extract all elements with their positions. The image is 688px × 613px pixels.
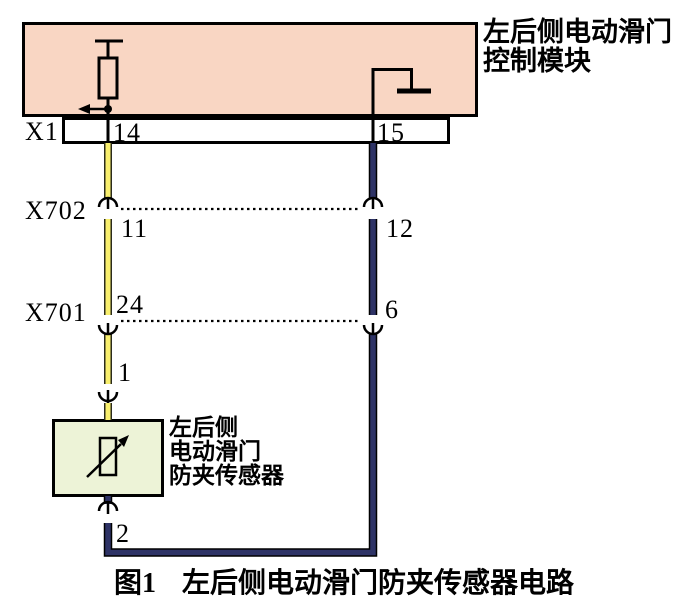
figure-caption: 图1 左后侧电动滑门防夹传感器电路 [0, 567, 688, 601]
connector-break-icon [97, 391, 119, 403]
connector-break-icon [362, 324, 384, 336]
x701-connector-label: X701 [25, 298, 87, 327]
figure-title: 左后侧电动滑门防夹传感器电路 [182, 568, 575, 599]
pin-14-label: 14 [113, 118, 141, 147]
connector-break-icon [97, 324, 119, 336]
pin-2-label: 2 [116, 519, 130, 548]
sensor-label-line2: 电动滑门 [169, 439, 261, 464]
anti-pinch-sensor-box [52, 419, 164, 497]
pin-1-label: 1 [118, 358, 132, 387]
connector-break-icon [97, 500, 119, 512]
pin-12-label: 12 [386, 214, 414, 243]
control-module-label: 左后侧电动滑门 控制模块 [483, 18, 672, 76]
pin-6-label: 6 [385, 295, 399, 324]
connector-break-icon [97, 196, 119, 208]
anti-pinch-sensor-label: 左后侧 电动滑门 防夹传感器 [169, 416, 284, 488]
x1-connector-label: X1 [25, 117, 59, 146]
sensor-label-line1: 左后侧 [169, 415, 238, 440]
control-module-label-line2: 控制模块 [483, 46, 591, 76]
connector-break-icon [362, 196, 384, 208]
pin-15-label: 15 [377, 118, 405, 147]
control-module-box [22, 22, 478, 117]
x702-connector-label: X702 [25, 196, 87, 225]
sensor-label-line3: 防夹传感器 [169, 463, 284, 488]
pin-11-label: 11 [121, 214, 149, 243]
figure-number: 图1 [113, 568, 156, 599]
control-module-label-line1: 左后侧电动滑门 [483, 17, 672, 47]
x1-connector-strip [62, 117, 450, 144]
pin-24-label: 24 [116, 290, 144, 319]
